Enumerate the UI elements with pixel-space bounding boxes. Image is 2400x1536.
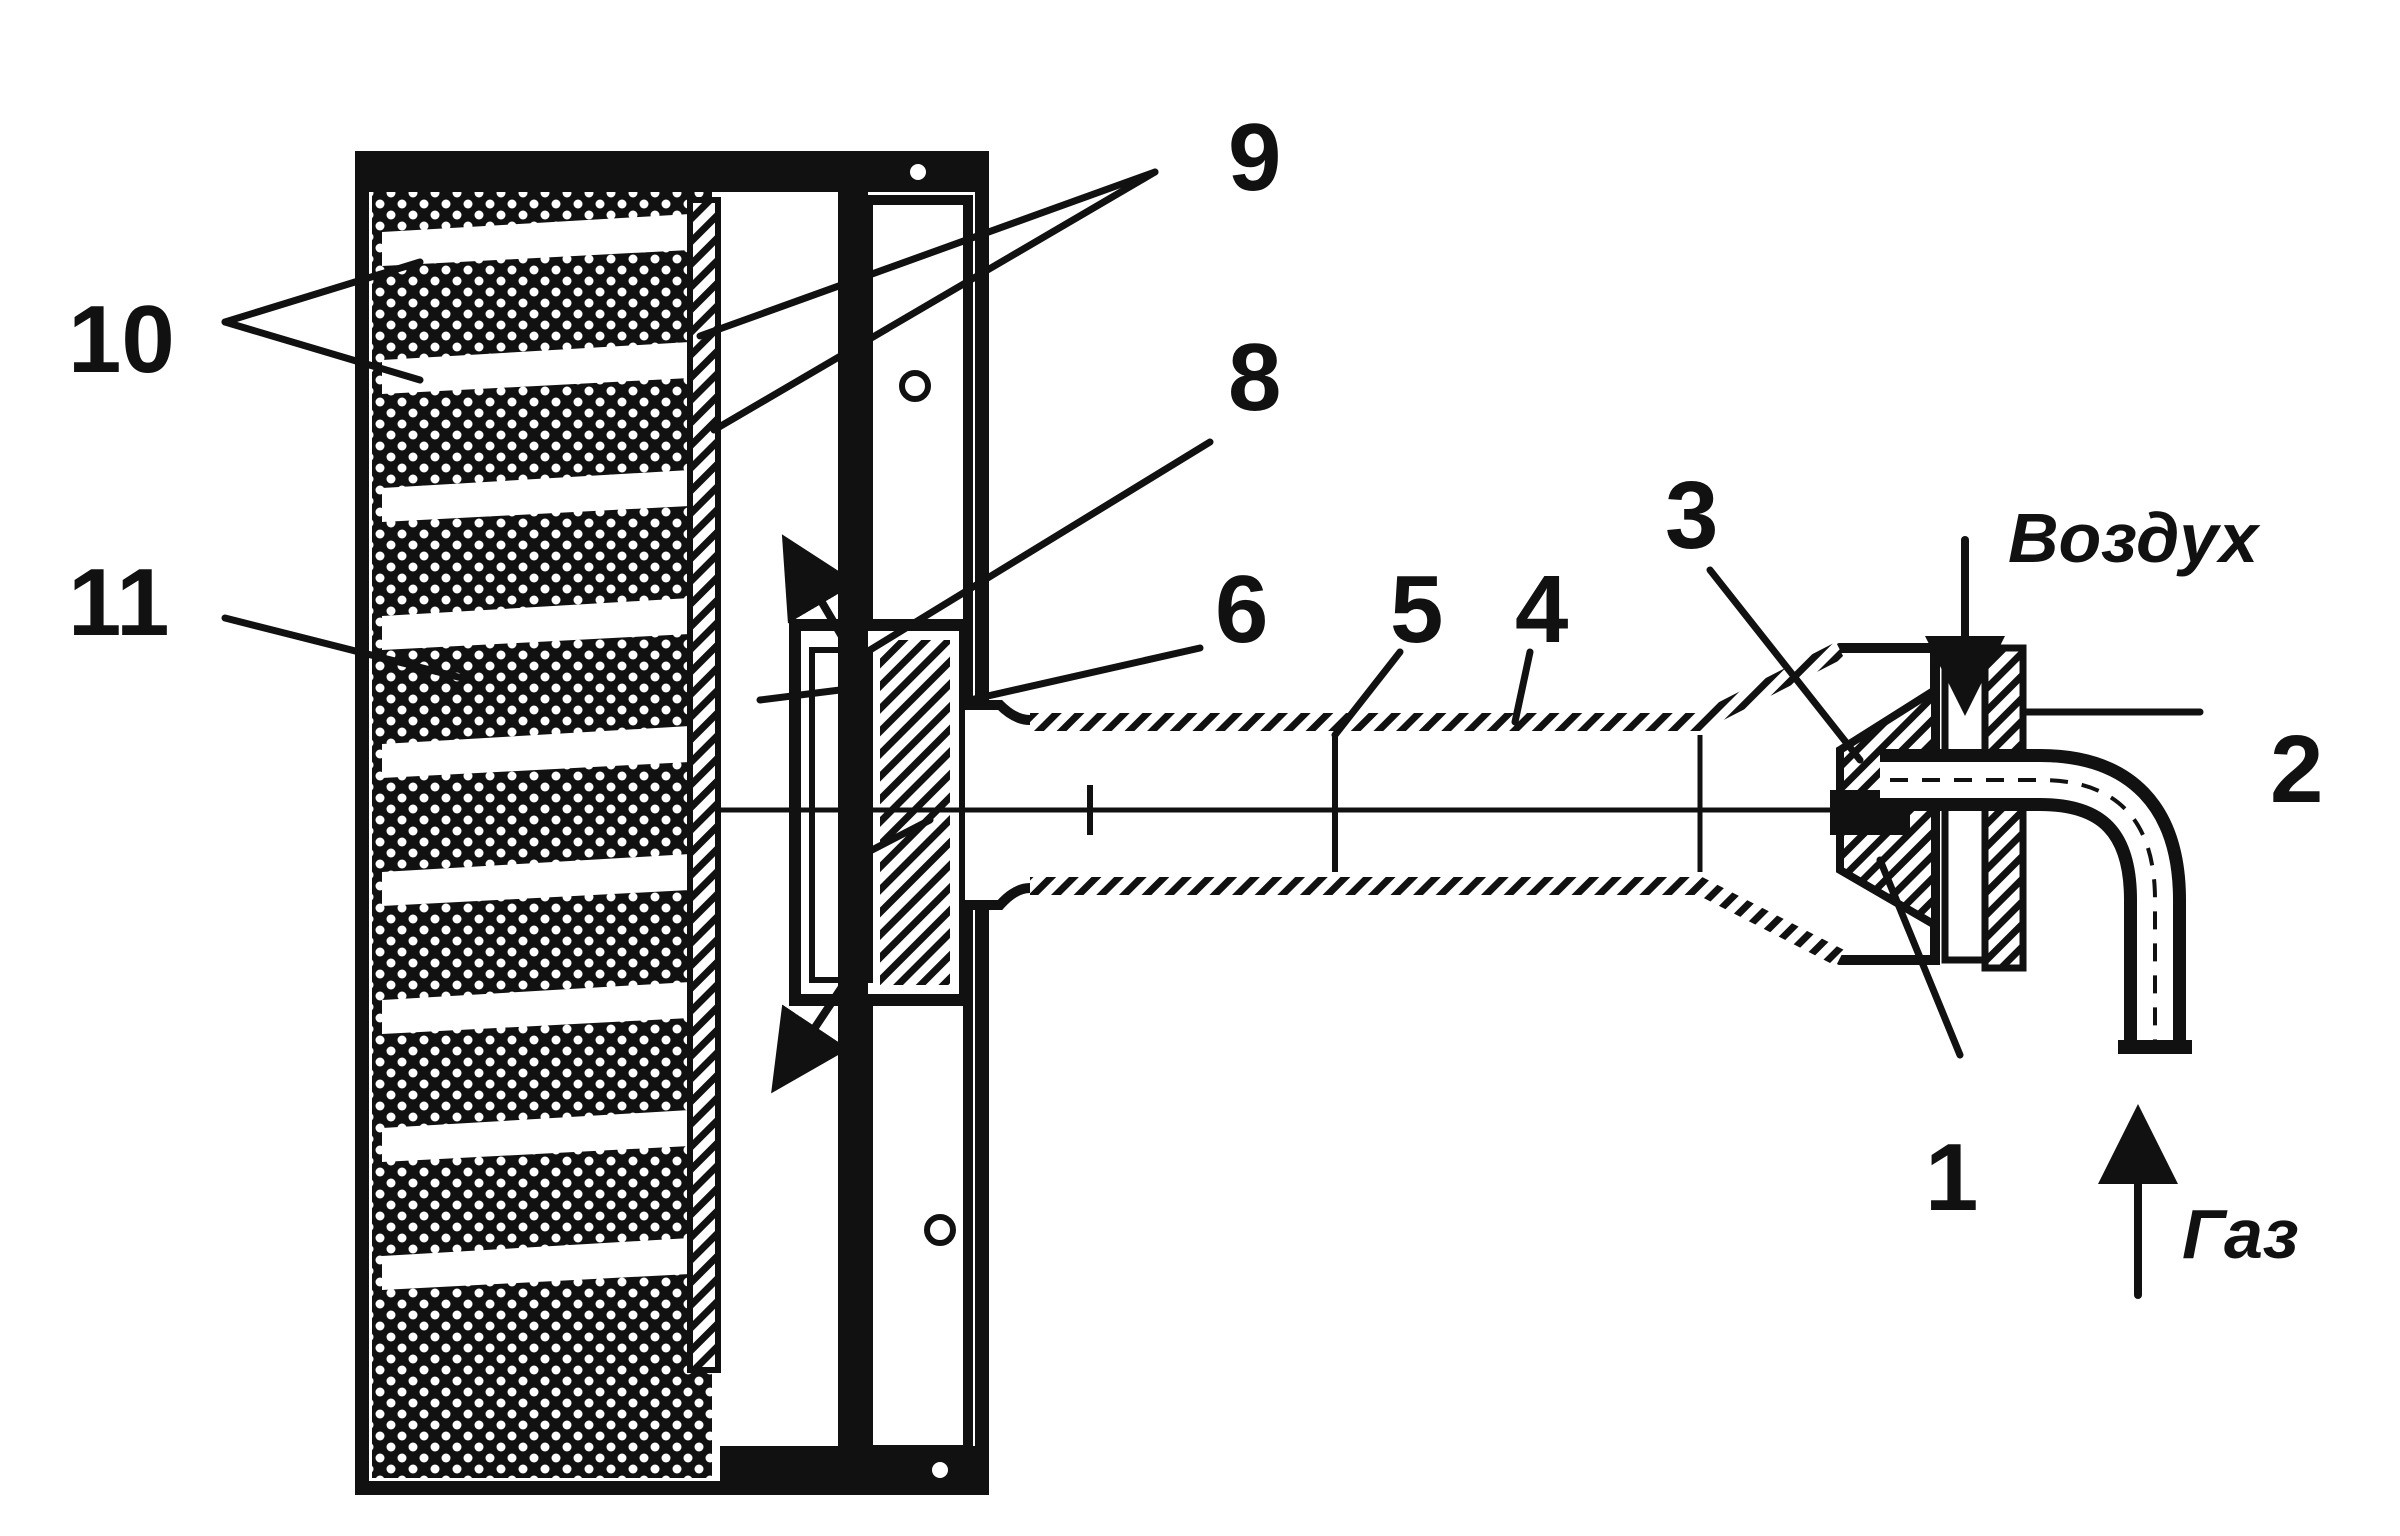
label-11: 11	[68, 549, 169, 656]
corner-bolt-top	[910, 164, 926, 180]
channel-rib	[520, 224, 690, 236]
label-4: 4	[1515, 556, 1568, 663]
channel-rib	[520, 992, 690, 1004]
combustion-channels	[382, 214, 690, 1290]
label-6: 6	[1215, 556, 1268, 663]
gas-pipe-end	[2118, 1040, 2192, 1054]
flow-arrow-down	[771, 971, 854, 1094]
label-3: 3	[1665, 462, 1718, 569]
leader-8	[866, 438, 1214, 654]
flow-arrow-left	[756, 686, 844, 704]
flow-arrow-up	[781, 534, 857, 654]
leader-6	[966, 644, 1204, 704]
label-9: 9	[1228, 104, 1281, 211]
corner-bolt-bottom	[932, 1462, 948, 1478]
label-2: 2	[2270, 716, 2323, 823]
panel-insulation-strip	[687, 197, 721, 1373]
leader-3	[1706, 566, 1864, 764]
leader-lines	[221, 168, 2204, 1059]
label-gas: Газ	[2182, 1195, 2299, 1273]
channel-rib	[520, 1120, 690, 1132]
leader-5	[1331, 648, 1404, 739]
flow-arrow-right	[868, 816, 934, 854]
channel-rib	[520, 352, 690, 364]
distribution-chamber	[756, 534, 971, 1094]
channel-rib	[520, 736, 690, 748]
label-1: 1	[1925, 1124, 1978, 1231]
leader-10b	[221, 318, 424, 384]
leader-10a	[221, 258, 424, 326]
tube-outline	[965, 643, 1940, 965]
channel-rib	[520, 1248, 690, 1260]
top-plate	[362, 158, 982, 192]
bolt-hole-top	[899, 370, 931, 402]
leader-1	[1876, 856, 1964, 1059]
leader-11	[221, 614, 474, 684]
label-8: 8	[1228, 324, 1281, 431]
label-air: Воздух	[2008, 499, 2261, 577]
channel-rib	[520, 608, 690, 620]
gas-supply-pipe	[1880, 749, 2192, 1054]
label-5: 5	[1390, 556, 1443, 663]
tube-wall-bottom	[1030, 877, 1845, 967]
labels: 10 9 8 11 6 5 4 3 2 1 Воздух Газ	[68, 104, 2323, 1273]
leader-4	[1511, 648, 1534, 726]
bolt-hole-bottom	[924, 1214, 956, 1246]
leader-9b	[710, 168, 1159, 434]
channel-rib	[520, 480, 690, 492]
leader-9a	[696, 168, 1159, 340]
channel-rib	[520, 864, 690, 876]
gas-pipe-center	[1890, 778, 2157, 1050]
label-10: 10	[68, 286, 175, 393]
